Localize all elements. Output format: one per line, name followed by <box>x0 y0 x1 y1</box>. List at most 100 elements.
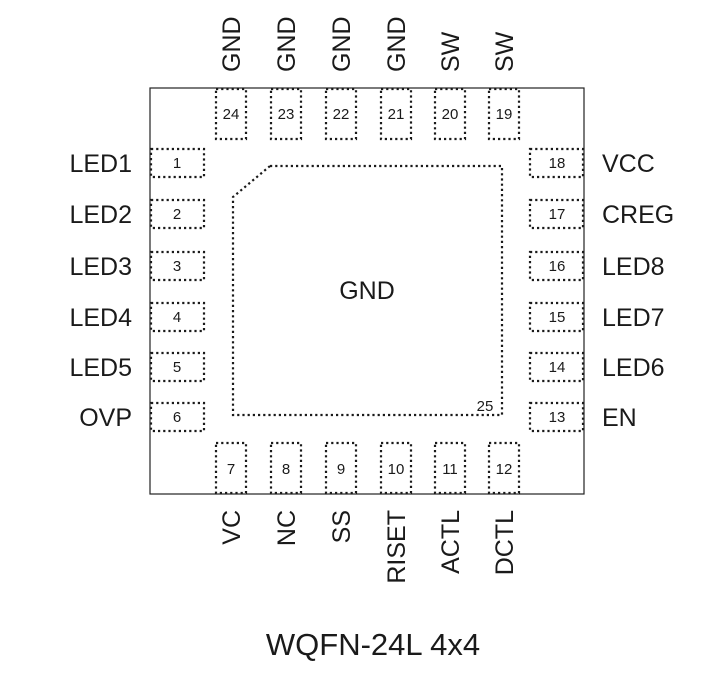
pin-name: VCC <box>602 150 655 178</box>
pin-left-6: 6 OVP <box>79 401 206 433</box>
pin-top-23: 23 GND <box>269 16 303 141</box>
pin-name: GND <box>218 16 246 72</box>
pin-left-3: 3 LED3 <box>69 250 206 282</box>
pin-name: EN <box>602 404 637 432</box>
pin-right-13: 13 EN <box>528 401 637 433</box>
pin-pad <box>433 441 467 495</box>
pin-number: 24 <box>223 106 240 123</box>
pin-name: SW <box>491 31 519 72</box>
pin-bottom-7: 7VC <box>214 441 248 545</box>
pin-pad <box>149 301 206 333</box>
pin-top-19: 19 SW <box>487 31 521 141</box>
pin-left-4: 4 LED4 <box>69 301 206 333</box>
pin-number: 20 <box>442 106 459 123</box>
pin-pad <box>149 351 206 383</box>
pin-pad <box>149 250 206 282</box>
pin-pad <box>324 87 358 141</box>
pin-right-14: 14 LED6 <box>528 351 665 383</box>
pin-pad <box>528 401 585 433</box>
pin-name: LED1 <box>69 150 132 178</box>
exposed-pad-outline <box>231 164 504 417</box>
pin-pad <box>379 441 413 495</box>
pin-number: 11 <box>442 461 458 478</box>
pin-pad <box>433 87 467 141</box>
pin-pad <box>487 441 521 495</box>
pin-name: SS <box>328 510 356 543</box>
pin-number: 21 <box>388 106 405 123</box>
pin-name: LED4 <box>69 304 132 332</box>
pin-name: SW <box>437 31 465 72</box>
pin-left-5: 5 LED5 <box>69 351 206 383</box>
pin-number: 16 <box>549 258 566 275</box>
pin-number: 13 <box>549 409 566 426</box>
pin-number: 9 <box>337 461 345 478</box>
pin-top-20: 20 SW <box>433 31 467 141</box>
pin-pad <box>379 87 413 141</box>
pin-number: 5 <box>173 359 181 376</box>
pin-number: 19 <box>496 106 513 123</box>
pin-name: OVP <box>79 404 132 432</box>
pin-top-22: 22 GND <box>324 16 358 141</box>
pin-name: LED3 <box>69 253 132 281</box>
pin-pad <box>149 401 206 433</box>
pin-number: 3 <box>173 258 181 275</box>
pin-name: VC <box>218 510 246 545</box>
pin-number: 4 <box>173 309 181 326</box>
pin-number: 10 <box>388 461 405 478</box>
pin-top-24: 24 GND <box>214 16 248 141</box>
pin-pad <box>149 147 206 179</box>
pin-right-18: 18 VCC <box>528 147 655 179</box>
pin-number: 22 <box>333 106 350 123</box>
pin-name: CREG <box>602 201 674 229</box>
pin-name: LED8 <box>602 253 665 281</box>
pin-name: LED7 <box>602 304 665 332</box>
pin-bottom-8: 8NC <box>269 441 303 546</box>
pin-pad <box>528 198 585 230</box>
pin-number: 17 <box>549 206 566 223</box>
pin-number: 6 <box>173 409 181 426</box>
pin-pad <box>214 441 248 495</box>
pin-name: LED5 <box>69 354 132 382</box>
pin-name: GND <box>328 16 356 72</box>
pin-name: LED2 <box>69 201 132 229</box>
pin-right-15: 15 LED7 <box>528 301 665 333</box>
pin-bottom-9: 9SS <box>324 441 358 543</box>
pin-pad <box>149 198 206 230</box>
pin-name: GND <box>383 16 411 72</box>
package-title: WQFN-24L 4x4 <box>266 627 480 662</box>
pin-pad <box>269 87 303 141</box>
pin-name: LED6 <box>602 354 665 382</box>
pin-top-21: 21 GND <box>379 16 413 141</box>
pin-pad <box>269 441 303 495</box>
pin-pad <box>528 301 585 333</box>
pin-left-2: 2 LED2 <box>69 198 206 230</box>
pin-right-17: 17 CREG <box>528 198 674 230</box>
pin-number: 8 <box>282 461 290 478</box>
pin-left-1: 1 LED1 <box>69 147 206 179</box>
pin-number: 23 <box>278 106 295 123</box>
pin-number: 7 <box>227 461 235 478</box>
pin-pad <box>528 351 585 383</box>
pin-name: ACTL <box>437 510 465 574</box>
pin-pad <box>324 441 358 495</box>
pin-number: 12 <box>496 461 513 478</box>
pin-pad <box>487 87 521 141</box>
package-body <box>149 87 585 495</box>
pin-name: DCTL <box>491 510 519 575</box>
pin-number: 1 <box>173 155 181 172</box>
exposed-pad-label: GND <box>339 277 395 305</box>
pin-right-16: 16 LED8 <box>528 250 665 282</box>
exposed-pad-number: 25 <box>477 398 494 415</box>
pin-number: 15 <box>549 309 566 326</box>
pin-number: 18 <box>549 155 566 172</box>
pin-number: 14 <box>549 359 566 376</box>
pin-name: GND <box>273 16 301 72</box>
pin-number: 2 <box>173 206 181 223</box>
pin-pad <box>528 250 585 282</box>
pin-name: NC <box>273 510 301 546</box>
